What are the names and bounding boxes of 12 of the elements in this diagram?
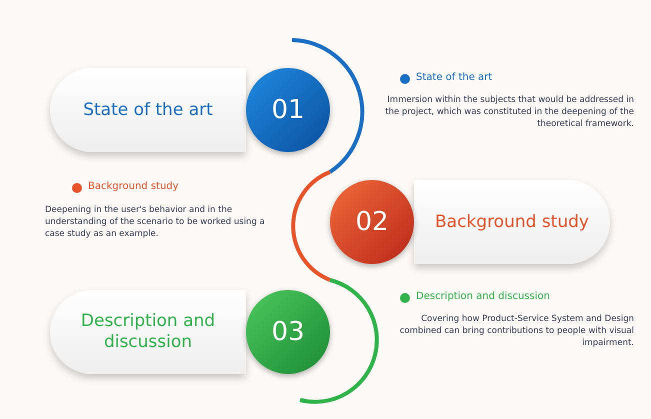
description-text: Deepening in the user's behavior and in the understanding of the scenario to be worked using a case study as an example. [45,204,266,240]
section-heading: Description and discussion [416,291,550,302]
section-heading: Background study [88,181,179,192]
step-title: Background study [434,212,590,232]
step-title: Description and discussion [80,311,216,353]
description-text: Covering how Product-Service System and Design combined can bring contributions to people with visual impairment. [398,313,634,349]
number-circle: 01 [246,68,330,152]
description-text: Immersion within the subjects that would be addressed in the project, which was constituted in the deepening of the theoretical framework. [384,94,634,130]
step-title: State of the art [82,100,214,120]
number-circle: 02 [330,180,414,264]
section-heading: State of the art [416,72,492,83]
number-circle: 03 [246,290,330,374]
